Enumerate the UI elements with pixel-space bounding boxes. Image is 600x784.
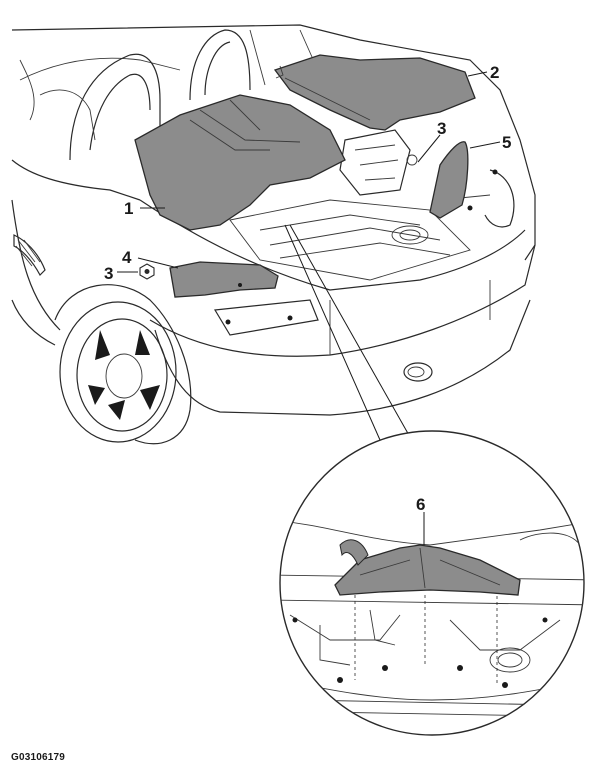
trim-panel-4 bbox=[169, 261, 279, 298]
callout-5: 5 bbox=[502, 133, 511, 152]
trim-panel-6 bbox=[334, 544, 521, 596]
callout-3-lower: 3 bbox=[104, 264, 113, 283]
callout-3-upper: 3 bbox=[437, 119, 446, 138]
callout-4: 4 bbox=[122, 248, 132, 267]
leader-lines bbox=[117, 71, 501, 441]
trim-panel-2 bbox=[273, 54, 476, 131]
trunk-interior bbox=[225, 129, 498, 325]
callout-6: 6 bbox=[416, 495, 425, 514]
trim-panel-1 bbox=[134, 94, 346, 231]
figure-code: G03106179 bbox=[11, 752, 66, 763]
nut-3-left bbox=[139, 263, 155, 280]
car-body bbox=[11, 24, 536, 416]
side-vent bbox=[13, 234, 46, 276]
exhaust-tip bbox=[403, 362, 433, 382]
callout-2: 2 bbox=[490, 63, 499, 82]
callout-1: 1 bbox=[124, 199, 133, 218]
trim-panel-5 bbox=[429, 141, 469, 219]
rear-wheel bbox=[54, 284, 192, 445]
detail-zoom-circle bbox=[279, 430, 585, 736]
